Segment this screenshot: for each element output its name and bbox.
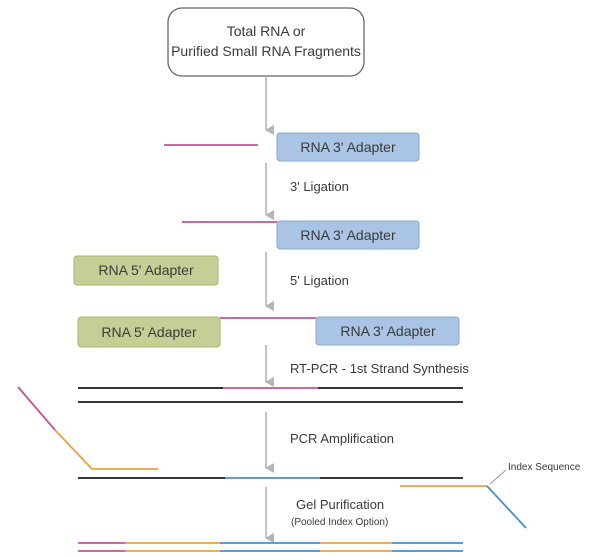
stage-both-adapters: RNA 5' Adapter RNA 3' Adapter: [77, 316, 460, 348]
step-5-ligation: 5' Ligation: [290, 273, 349, 288]
rna-3-adapter-label-final: RNA 3' Adapter: [340, 323, 436, 339]
primer-left-pink: [17, 386, 56, 431]
step-3-ligation: 3' Ligation: [290, 179, 349, 194]
stage-first-strand: [78, 387, 463, 403]
step-pcr-amplification: PCR Amplification: [290, 431, 394, 446]
stage-rna-3-adapter: RNA 3' Adapter: [164, 132, 420, 162]
rna-5-adapter-label-ligated: RNA 5' Adapter: [101, 324, 197, 340]
rna-5-adapter-box-ligated: [77, 316, 221, 348]
rna-3-adapter-label: RNA 3' Adapter: [300, 139, 396, 155]
step-gel-purification: Gel Purification: [296, 497, 384, 512]
stage-pcr: Index Sequence: [17, 386, 581, 529]
rna-3-adapter-label-ligated: RNA 3' Adapter: [300, 227, 396, 243]
index-sequence-label: Index Sequence: [508, 462, 581, 473]
step-gel-sub: (Pooled Index Option): [291, 517, 388, 528]
stage-rna-5-adapter: RNA 5' Adapter: [73, 255, 219, 286]
primer-left-orange: [54, 429, 93, 470]
start-box-line1: Total RNA or: [227, 23, 306, 39]
start-box-line2: Purified Small RNA Fragments: [171, 43, 361, 59]
rna-5-adapter-box: [73, 255, 219, 286]
index-sequence-pointer: [489, 469, 507, 485]
rna-3-adapter-box-final: [315, 316, 460, 346]
primer-right-diagonal: [486, 485, 527, 529]
step-rt-pcr: RT-PCR - 1st Strand Synthesis: [290, 361, 469, 376]
stage-final-library: [78, 542, 463, 552]
rna-3-adapter-box: [276, 132, 420, 162]
rna-3-adapter-box-ligated: [276, 220, 420, 250]
stage-ligated-3-adapter: RNA 3' Adapter: [182, 220, 420, 250]
rna-5-adapter-label: RNA 5' Adapter: [98, 262, 194, 278]
start-box: Total RNA or Purified Small RNA Fragment…: [167, 7, 365, 77]
